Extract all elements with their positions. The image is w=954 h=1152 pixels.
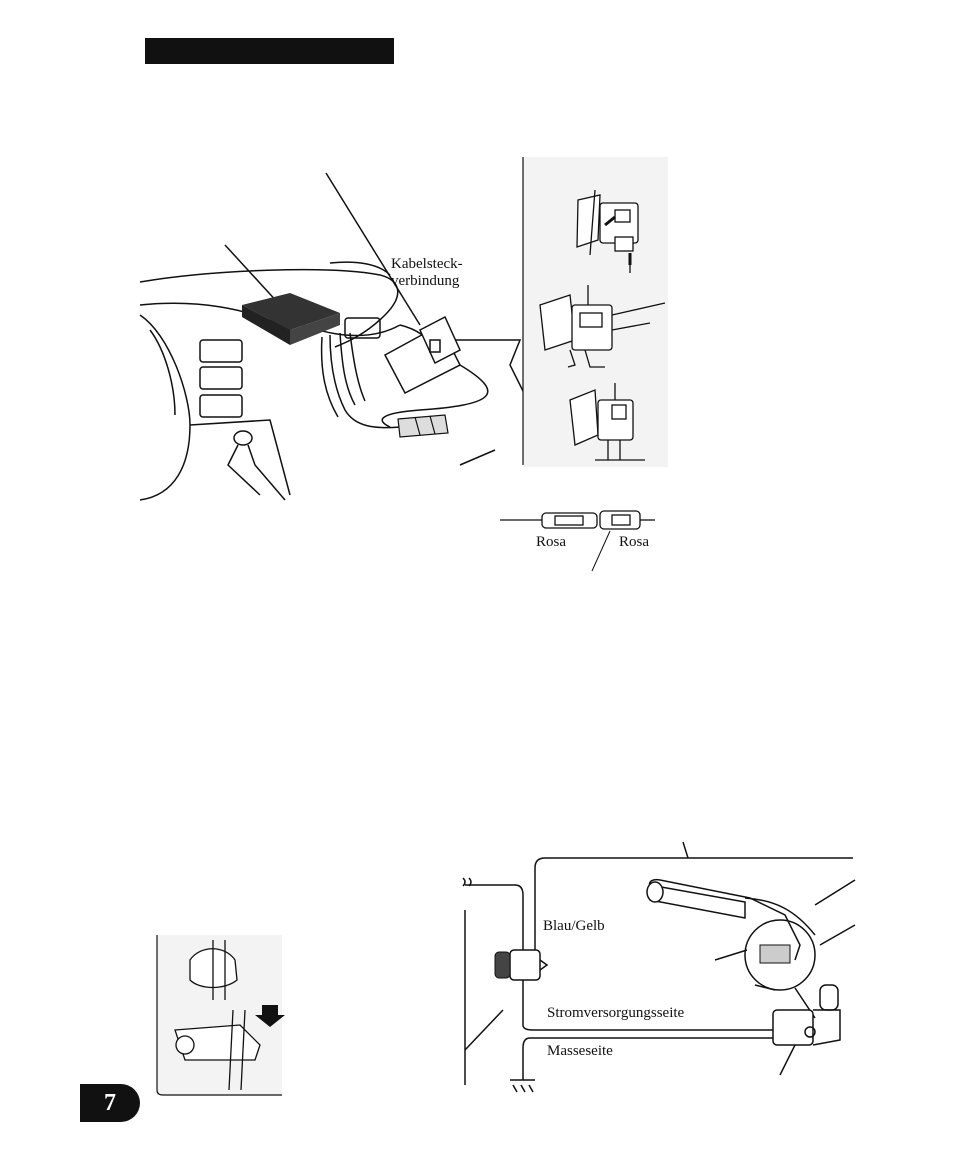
connector-label-line2: verbindung bbox=[391, 273, 459, 290]
parking-brake-wiring bbox=[455, 840, 860, 1100]
wire-label-left: Rosa bbox=[536, 534, 566, 551]
connector-block bbox=[385, 317, 460, 393]
page-number: 7 bbox=[80, 1084, 140, 1122]
clamp-detail-inset bbox=[155, 935, 285, 1100]
wire-label-right: Rosa bbox=[619, 534, 649, 551]
ground-side-label: Masseseite bbox=[547, 1043, 613, 1060]
connector-detail-inset bbox=[520, 155, 670, 470]
unit-box bbox=[242, 293, 340, 345]
wire-label-blue-yellow: Blau/Gelb bbox=[543, 918, 605, 935]
cable-sleeve bbox=[398, 415, 448, 437]
power-side-label: Stromversorgungsseite bbox=[547, 1005, 684, 1022]
dashboard-illustration bbox=[130, 165, 530, 510]
connector-label-line1: Kabelsteck- bbox=[391, 256, 463, 273]
header-bar bbox=[145, 38, 394, 64]
